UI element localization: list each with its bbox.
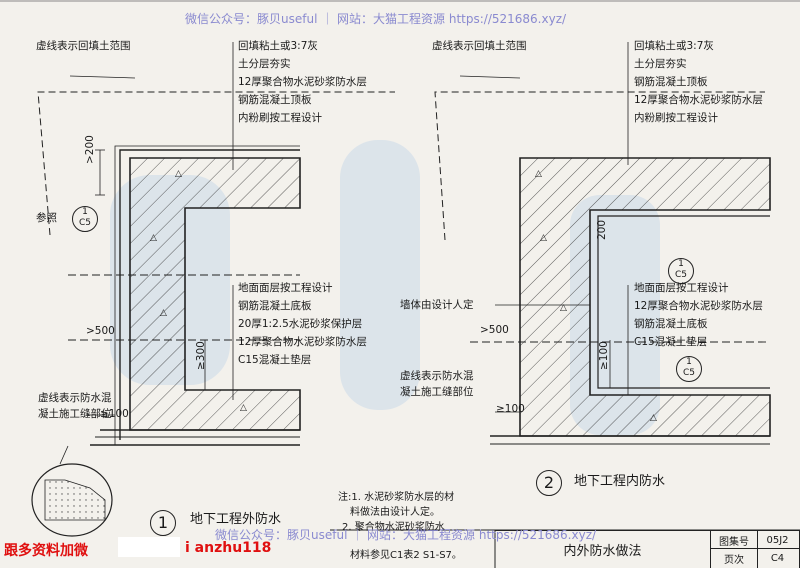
right-ref2-bottom: C5	[682, 368, 695, 378]
right-joint-label-2: 凝土施工缝部位	[400, 386, 474, 398]
right-joint-label-1: 虚线表示防水混	[400, 370, 474, 382]
right-ref1-top: 1	[678, 259, 684, 269]
right-ref2-top: 1	[686, 357, 692, 367]
svg-text:△: △	[240, 403, 247, 413]
right-dim-100b: ≥100	[496, 403, 525, 415]
note-line-2: 料做法由设计人定。	[350, 507, 440, 518]
page-label: 页次	[710, 548, 758, 568]
right-dim-100a: ≥100	[598, 341, 610, 370]
right-ref1-bottom: C5	[674, 270, 687, 280]
right-floor-finish-label: 地面面层按工程设计	[634, 282, 729, 294]
left-caption-number: 1	[150, 510, 176, 536]
left-dim-300: ≥300	[195, 341, 207, 370]
left-joint-label-2: 凝土施工缝部位	[38, 408, 112, 420]
right-backfill-range-label: 虚线表示回填土范围	[432, 40, 527, 52]
left-bottom-slab-label: 钢筋混凝土底板	[238, 300, 312, 312]
right-bottom-slab-label: 钢筋混凝土底板	[634, 318, 708, 330]
svg-text:△: △	[540, 233, 547, 243]
left-backfill-range-label: 虚线表示回填土范围	[36, 40, 131, 52]
left-cushion-layer-label: C15混凝土垫层	[238, 354, 312, 366]
left-detail: △ △ △ △	[31, 42, 395, 537]
red-note-left: 跟多资料加微	[4, 543, 88, 559]
left-compaction-label: 土分层夯实	[238, 58, 291, 70]
note-line-1: 注:1. 水泥砂浆防水层的材	[338, 492, 455, 503]
right-waterproof-layer-2-label: 12厚聚合物水泥砂浆防水层	[634, 300, 763, 312]
note-line-4: 材料参见C1表2 S1-S7。	[350, 550, 462, 561]
left-dim-200: >200	[84, 135, 96, 164]
page-value: C4	[756, 548, 800, 568]
svg-text:△: △	[175, 169, 182, 179]
right-compaction-label: 土分层夯实	[634, 58, 687, 70]
left-backfill-clay-label: 回填粘土或3:7灰	[238, 40, 318, 52]
left-protective-layer-label: 20厚1:2.5水泥砂浆保护层	[238, 318, 363, 330]
watermark-bottom: 微信公众号：豚贝useful ｜ 网站：大猫工程资源 https://52168…	[215, 528, 597, 542]
right-backfill-clay-label: 回填粘土或3:7灰	[634, 40, 714, 52]
left-floor-finish-label: 地面面层按工程设计	[238, 282, 333, 294]
svg-text:△: △	[560, 303, 567, 313]
svg-text:△: △	[160, 308, 167, 318]
left-joint-label-1: 虚线表示防水混	[38, 392, 112, 404]
right-cushion-layer-label: C15混凝土垫层	[634, 336, 708, 348]
svg-text:△: △	[650, 413, 657, 423]
redaction-box	[118, 537, 180, 557]
left-ref-label: 参照	[36, 212, 57, 224]
left-caption: 地下工程外防水	[190, 512, 282, 527]
atlas-value: 05J2	[756, 530, 800, 549]
left-waterproof-layer-2-label: 12厚聚合物水泥砂浆防水层	[238, 336, 367, 348]
watermark-top: 微信公众号：豚贝useful ｜ 网站：大猫工程资源 https://52168…	[185, 12, 567, 26]
svg-text:△: △	[150, 233, 157, 243]
right-detail: △ △ △ △	[434, 42, 771, 445]
left-waterproof-layer-label: 12厚聚合物水泥砂浆防水层	[238, 76, 367, 88]
right-wall-label: 墙体由设计人定	[400, 299, 474, 311]
svg-text:△: △	[535, 169, 542, 179]
red-note-right: i anzhu118	[185, 540, 272, 556]
right-caption: 地下工程内防水	[574, 474, 666, 489]
atlas-label: 图集号	[710, 530, 758, 549]
left-ref-circle-bottom: C5	[78, 218, 91, 228]
left-roof-slab-label: 钢筋混凝土顶板	[238, 94, 312, 106]
right-ref-circle-2: 1 C5	[676, 356, 702, 382]
left-dim-100: ≥100	[100, 408, 129, 420]
right-waterproof-layer-label: 12厚聚合物水泥砂浆防水层	[634, 94, 763, 106]
left-dim-500: >500	[86, 325, 115, 337]
right-roof-slab-label: 钢筋混凝土顶板	[634, 76, 708, 88]
right-dim-200: 200	[596, 219, 608, 240]
right-caption-number: 2	[536, 470, 562, 496]
left-ref-circle: 1 C5	[72, 206, 98, 232]
right-dim-500: >500	[480, 324, 509, 336]
left-interior-finish-label: 内粉刷按工程设计	[238, 112, 322, 124]
right-ref-circle-1: 1 C5	[668, 258, 694, 284]
right-interior-finish-label: 内粉刷按工程设计	[634, 112, 718, 124]
left-ref-circle-top: 1	[82, 207, 88, 217]
note-line-3: 2. 聚合物水泥砂浆防水	[342, 522, 445, 533]
